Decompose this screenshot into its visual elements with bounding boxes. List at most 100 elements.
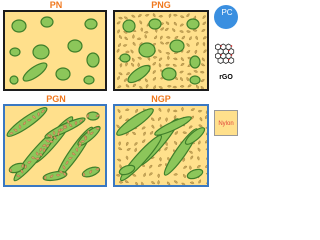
rgo-flake [182, 157, 186, 162]
rgo-flake [39, 147, 43, 152]
pc-fibril [116, 108, 154, 136]
rgo-flake [126, 72, 130, 76]
rgo-flake [123, 16, 128, 20]
rgo-flake [179, 85, 185, 88]
rgo-flake [158, 117, 161, 121]
rgo-flake [82, 172, 86, 177]
rgo-flake [35, 157, 40, 160]
rgo-flake [87, 129, 90, 135]
rgo-flake [53, 135, 57, 140]
rgo-flake [181, 106, 184, 112]
rgo-flake [27, 160, 32, 164]
pc-droplet [55, 67, 71, 81]
rgo-flake [205, 126, 207, 129]
rgo-flake [20, 169, 24, 174]
rgo-flake [126, 148, 131, 151]
pc-droplet [40, 16, 54, 28]
rgo-flake [158, 107, 162, 112]
rgo-flake [74, 120, 78, 126]
rgo-flake [186, 13, 190, 17]
rgo-flake [137, 62, 140, 68]
rgo-flake [174, 36, 179, 39]
rgo-flake [136, 37, 142, 40]
nylon-legend-label: Nylon [218, 121, 234, 127]
rgo-flake [57, 131, 60, 137]
rgo-flake [45, 144, 50, 148]
rgo-flake [174, 141, 178, 145]
rgo-flake [151, 117, 155, 121]
rgo-flake [165, 52, 170, 55]
rgo-flake [141, 126, 146, 130]
rgo-flake [125, 84, 130, 88]
rgo-flake [158, 86, 163, 89]
rgo-flake [182, 131, 188, 134]
rgo-flake [122, 44, 128, 47]
rgo-flake [158, 49, 162, 53]
rgo-flake [203, 49, 207, 54]
rgo-flake [179, 30, 184, 33]
rgo-flake [196, 84, 199, 89]
rgo-flake [117, 75, 120, 80]
pgn-morphology [5, 106, 105, 185]
rgo-flake [189, 165, 192, 170]
rgo-flake [159, 157, 162, 162]
rgo-flake [174, 131, 178, 135]
rgo-flake [135, 109, 139, 114]
rgo-flake [139, 86, 143, 89]
panel-png [113, 10, 209, 91]
rgo-structure-icon [215, 43, 235, 64]
rgo-flake [180, 77, 183, 82]
rgo-flake [186, 76, 190, 82]
rgo-flake [206, 181, 207, 185]
rgo-flake [49, 174, 54, 178]
rgo-flake [205, 148, 207, 151]
rgo-flake [125, 155, 129, 161]
rgo-flake [41, 109, 45, 114]
rgo-flake [139, 20, 143, 25]
rgo-flake [168, 13, 172, 19]
rgo-flake [144, 78, 148, 83]
rgo-legend-label: rGO [219, 74, 233, 81]
rgo-flake [181, 35, 185, 40]
rgo-flake [78, 141, 82, 146]
pc-fibril [154, 116, 192, 136]
pn-morphology [5, 12, 105, 89]
rgo-flake [202, 21, 206, 25]
pc-fibril [42, 170, 68, 182]
rgo-flake [119, 63, 123, 68]
pc-droplet [127, 64, 151, 84]
rgo-flake [135, 181, 138, 185]
rgo-flake [16, 174, 21, 178]
rgo-flake [173, 115, 177, 120]
rgo-flake [172, 85, 178, 89]
rgo-flake [75, 147, 79, 153]
rgo-flake [199, 117, 203, 122]
rgo-flake [205, 139, 207, 144]
rgo-flake [180, 15, 185, 19]
rgo-flake [9, 168, 13, 173]
rgo-flake [79, 119, 83, 123]
rgo-flake [198, 140, 201, 145]
rgo-flake [71, 152, 76, 156]
rgo-flake [188, 125, 193, 129]
rgo-flake [65, 160, 69, 165]
rgo-flake [143, 172, 146, 177]
rgo-flake [118, 147, 123, 151]
pc-fibril [6, 107, 48, 137]
pc-droplet [148, 18, 162, 30]
rgo-flake [58, 170, 63, 174]
rgo-flake [117, 43, 121, 47]
rgo-flake [167, 85, 172, 88]
rgo-flake [124, 108, 130, 111]
rgo-flake [45, 139, 50, 143]
rgo-flake [143, 31, 149, 34]
pc-droplet [189, 75, 201, 85]
rgo-flake [152, 13, 156, 18]
rgo-flake [172, 109, 178, 113]
rgo-flake [205, 109, 207, 114]
pc-droplet [9, 75, 19, 85]
rgo-flake [202, 41, 206, 47]
png-morphology [115, 12, 207, 89]
rgo-flake [166, 181, 171, 185]
rgo-flake [125, 62, 128, 67]
